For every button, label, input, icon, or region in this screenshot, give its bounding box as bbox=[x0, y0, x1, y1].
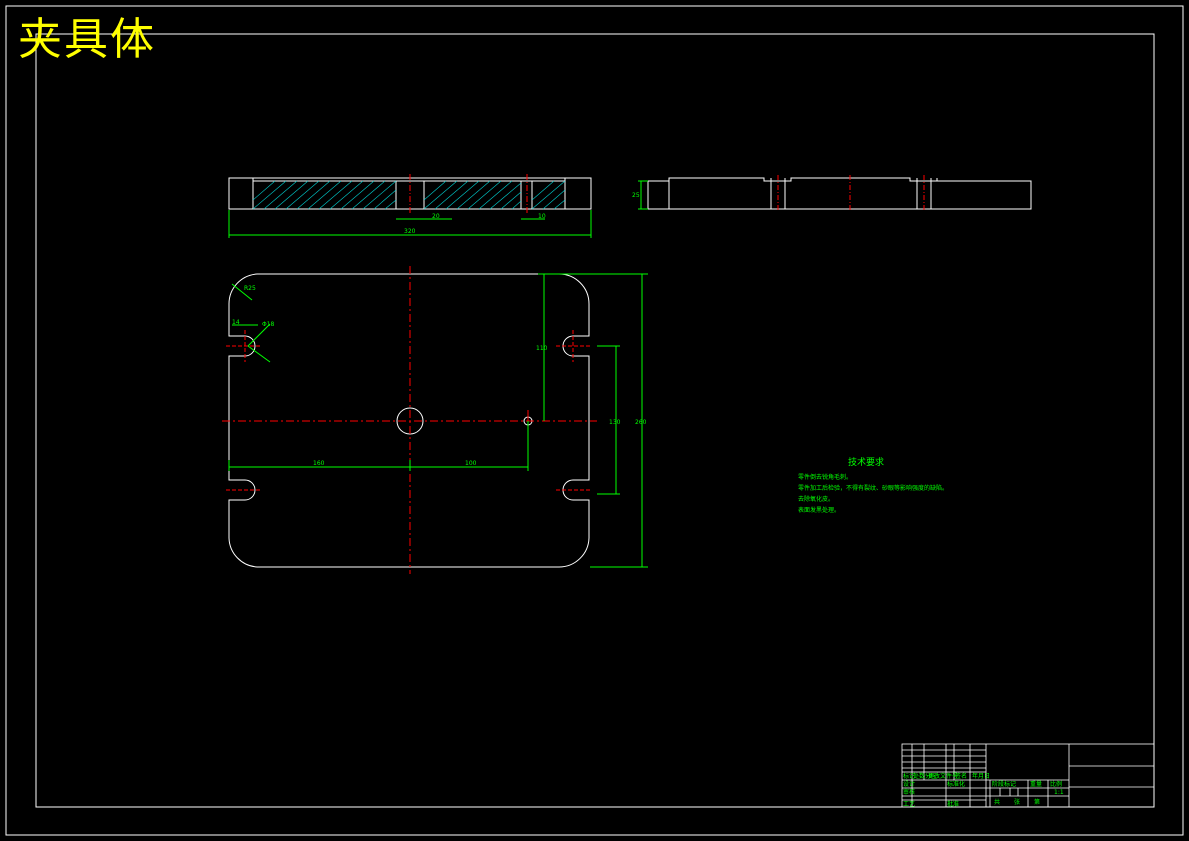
tb-sheet-no: 第 bbox=[1034, 799, 1041, 806]
dim-slot-width: 14 bbox=[232, 319, 240, 326]
tb-weight: 重量 bbox=[1030, 781, 1043, 788]
dim-front-slot-b: 10 bbox=[538, 213, 546, 220]
tb-zone: 分区 bbox=[925, 773, 938, 780]
tech-line-3: 去除氧化皮。 bbox=[798, 496, 835, 503]
dim-side-height: 25 bbox=[632, 192, 640, 199]
dim-slot-dia: Φ18 bbox=[262, 321, 275, 328]
dim-corner-radius: R25 bbox=[244, 285, 256, 292]
tb-review: 审核 bbox=[903, 789, 916, 796]
tb-change-doc: 更改文件号 bbox=[928, 773, 959, 780]
outer-border bbox=[5, 5, 1184, 836]
tb-approve: 批准 bbox=[947, 801, 960, 808]
dim-plan-right-vertical: 110 bbox=[536, 345, 548, 352]
drawing-title: 夹具体 bbox=[18, 14, 156, 65]
side-view bbox=[638, 175, 1032, 212]
dim-plan-height: 260 bbox=[635, 419, 647, 426]
tb-mark: 标记 bbox=[903, 773, 916, 780]
dim-plan-slot-pitch: 130 bbox=[609, 419, 621, 426]
dim-plan-left-center: 160 bbox=[313, 460, 325, 467]
title-block bbox=[901, 743, 1155, 808]
tech-line-4: 表面发黑处理。 bbox=[798, 507, 841, 514]
front-section-view bbox=[228, 174, 592, 238]
tech-requirements: 技术要求 零件倒去锐角毛刺。 零件加工后检验，不得有裂纹、砂眼等影响强度的缺陷。… bbox=[798, 458, 948, 516]
inner-border bbox=[35, 33, 1155, 808]
tb-sheets-total: 共 bbox=[994, 799, 1001, 806]
dim-plan-right-offset: 100 bbox=[465, 460, 477, 467]
tb-scale-value: 1:1 bbox=[1054, 789, 1064, 796]
tb-stage: 阶段标记 bbox=[992, 781, 1017, 788]
tb-sheet-word: 张 bbox=[1014, 799, 1021, 806]
dim-front-length: 320 bbox=[404, 228, 416, 235]
tb-designer: 设计 bbox=[903, 781, 916, 788]
plan-view bbox=[222, 266, 648, 574]
tb-count: 处数 bbox=[913, 773, 926, 780]
tb-scale: 比例 bbox=[1050, 781, 1063, 788]
dim-front-slot-a: 20 bbox=[432, 213, 440, 220]
tech-requirements-heading: 技术要求 bbox=[848, 458, 885, 468]
section-hatch bbox=[252, 180, 566, 210]
tb-sign: 签名 bbox=[955, 773, 968, 780]
tb-date: 年月日 bbox=[972, 773, 991, 780]
tb-process: 工艺 bbox=[903, 801, 916, 808]
tech-line-1: 零件倒去锐角毛刺。 bbox=[798, 474, 853, 481]
tb-standardize: 标准化 bbox=[947, 781, 966, 788]
tech-line-2: 零件加工后检验，不得有裂纹、砂眼等影响强度的缺陷。 bbox=[798, 485, 949, 492]
